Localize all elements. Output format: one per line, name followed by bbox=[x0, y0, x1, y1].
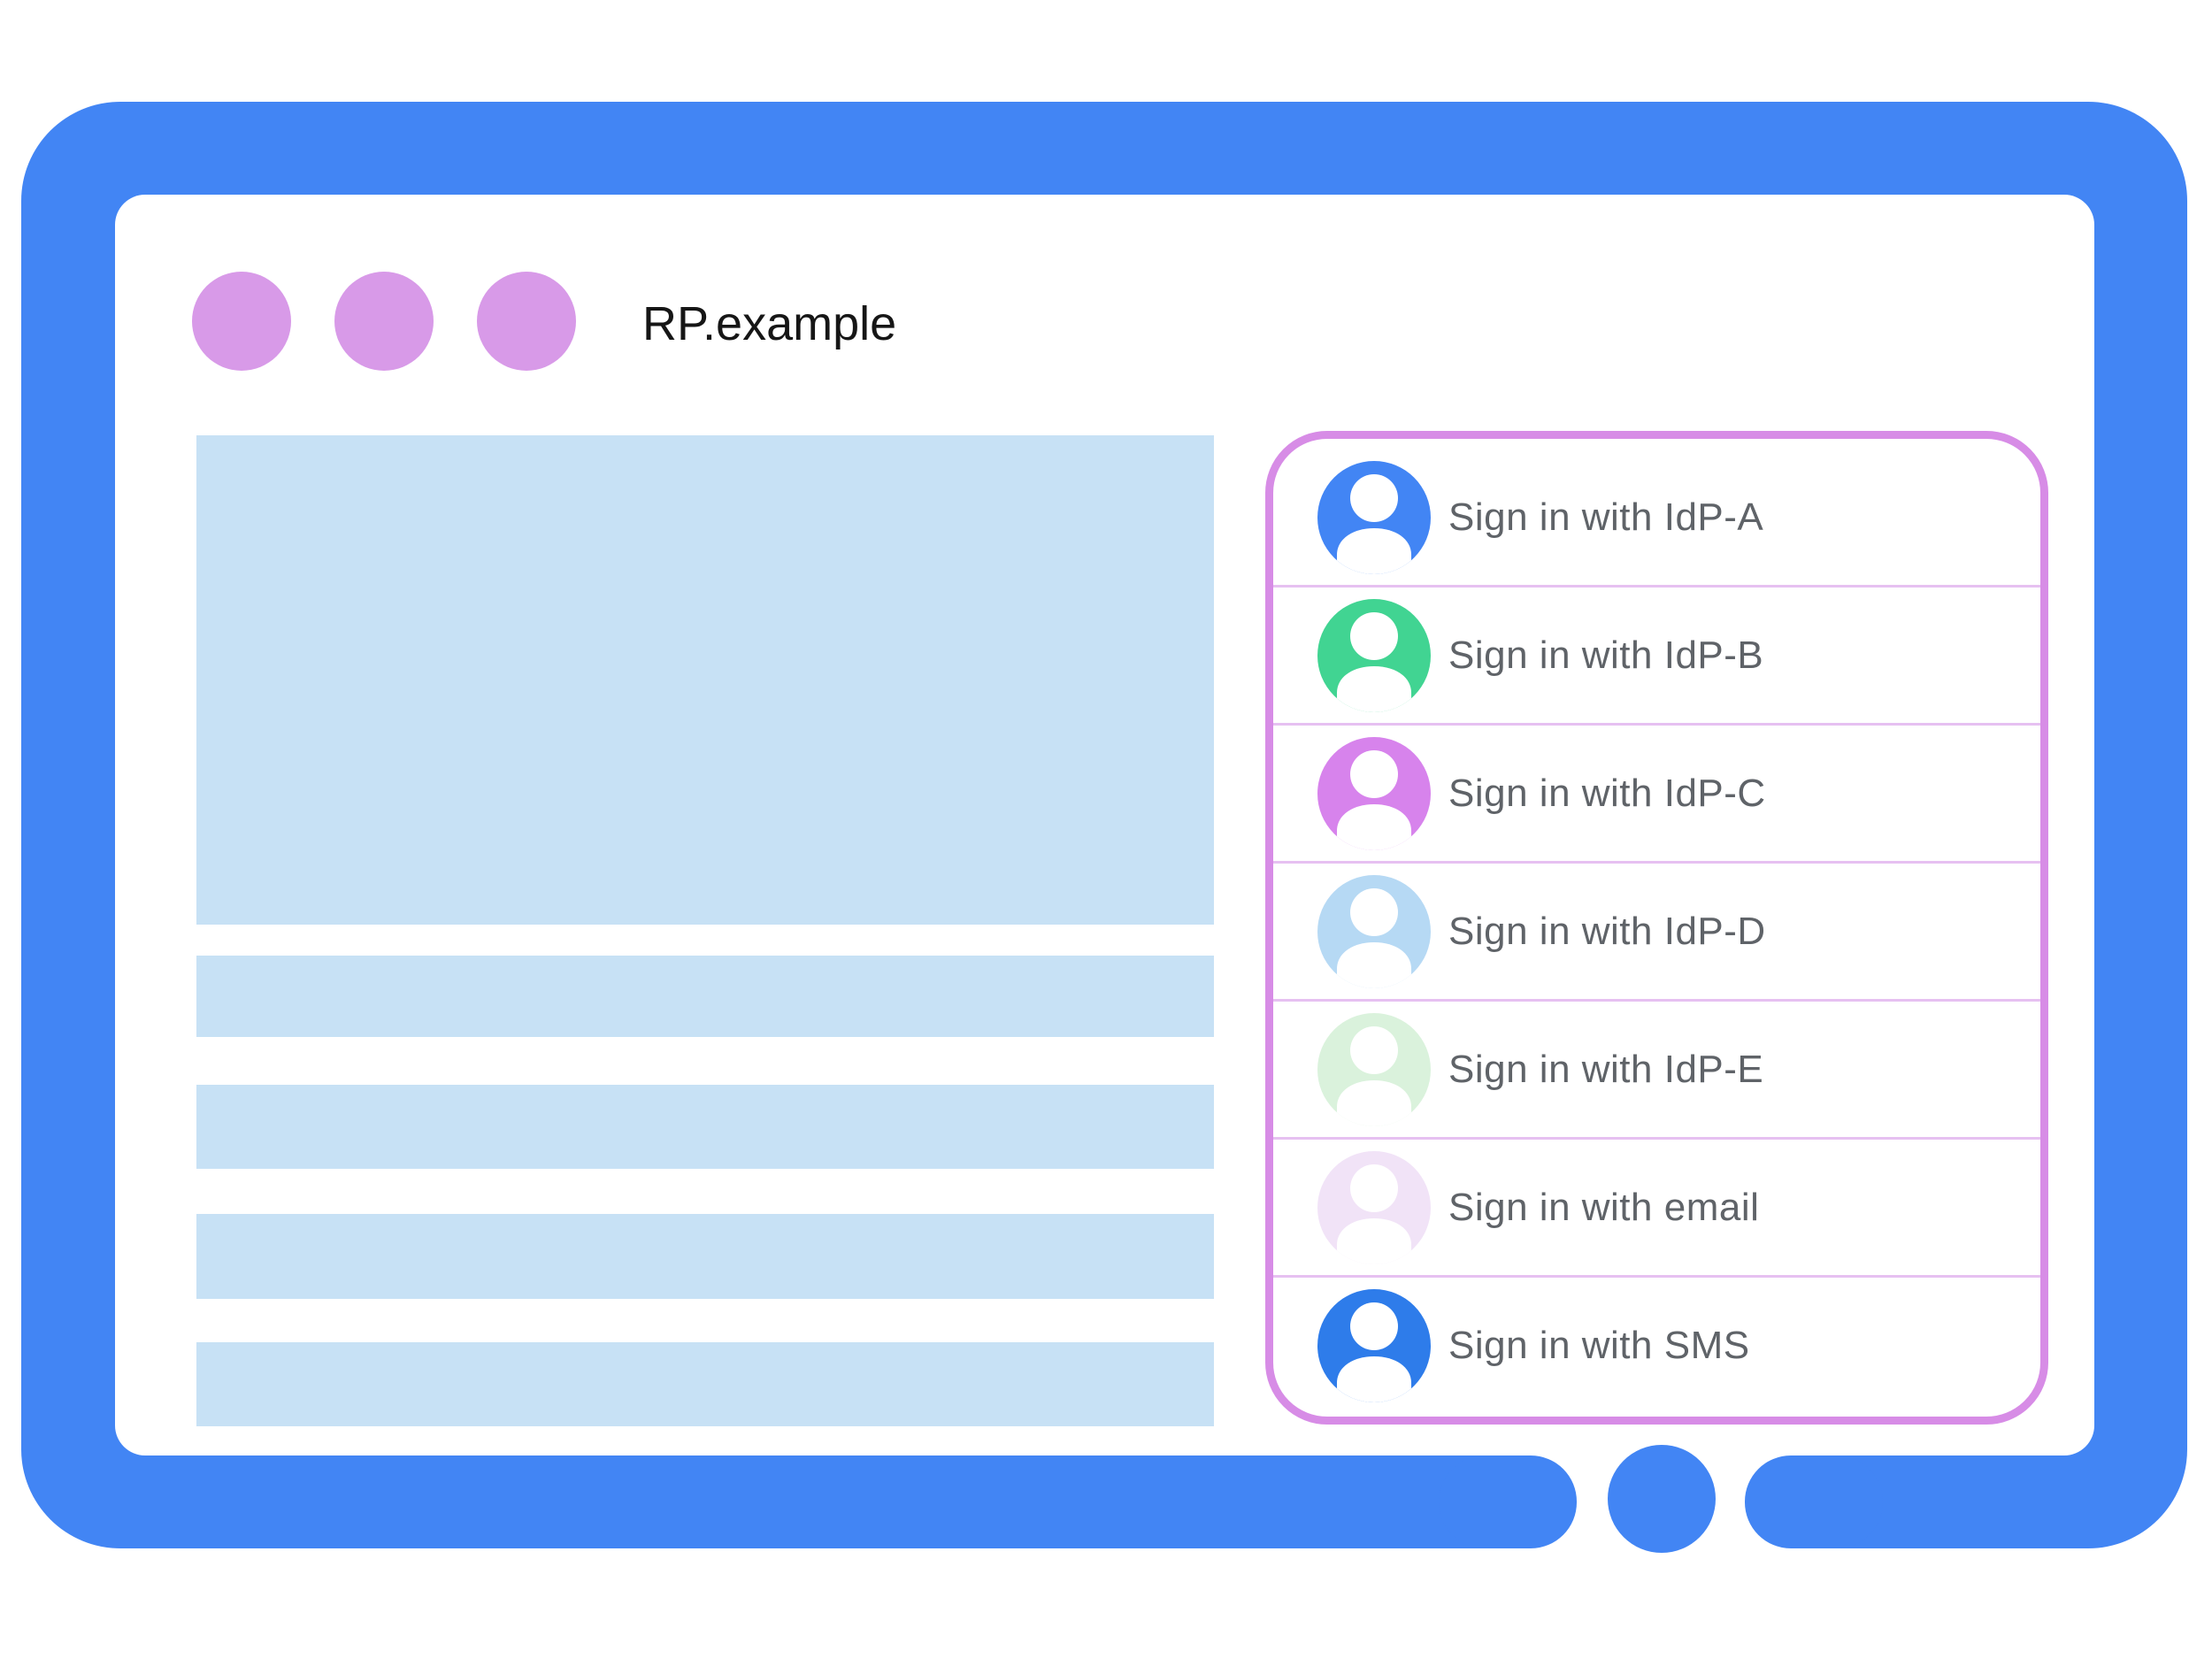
content-placeholder-bar bbox=[196, 1085, 1214, 1169]
signin-option-label: Sign in with IdP-B bbox=[1448, 633, 1764, 677]
page-title: RP.example bbox=[642, 297, 897, 350]
person-icon bbox=[1317, 736, 1431, 850]
signin-option-email[interactable]: Sign in with email bbox=[1273, 1140, 2040, 1278]
person-icon bbox=[1317, 460, 1431, 574]
signin-option-idp-c[interactable]: Sign in with IdP-C bbox=[1273, 726, 2040, 864]
window-control-dot-icon bbox=[334, 272, 434, 371]
signin-option-idp-e[interactable]: Sign in with IdP-E bbox=[1273, 1002, 2040, 1140]
person-icon bbox=[1317, 1150, 1431, 1264]
person-icon bbox=[1317, 598, 1431, 712]
window-control-dot-icon bbox=[477, 272, 576, 371]
person-icon bbox=[1317, 1012, 1431, 1126]
content-placeholder-bar bbox=[196, 956, 1214, 1037]
signin-option-label: Sign in with IdP-E bbox=[1448, 1047, 1764, 1091]
window-control-dot-icon bbox=[192, 272, 291, 371]
signin-option-idp-d[interactable]: Sign in with IdP-D bbox=[1273, 864, 2040, 1002]
signin-option-label: Sign in with SMS bbox=[1448, 1323, 1750, 1367]
bezel-left-cap bbox=[1439, 1455, 1577, 1548]
bezel-right-cap bbox=[1745, 1455, 1883, 1548]
signin-option-label: Sign in with IdP-C bbox=[1448, 771, 1766, 815]
signin-chooser-panel: Sign in with IdP-A Sign in with IdP-B Si… bbox=[1265, 431, 2048, 1425]
signin-option-label: Sign in with IdP-A bbox=[1448, 495, 1764, 539]
content-placeholder-bar bbox=[196, 1342, 1214, 1426]
signin-option-label: Sign in with IdP-D bbox=[1448, 909, 1766, 953]
signin-option-idp-a[interactable]: Sign in with IdP-A bbox=[1273, 449, 2040, 588]
person-icon bbox=[1317, 874, 1431, 988]
home-button-icon bbox=[1608, 1445, 1716, 1553]
content-placeholder-bar bbox=[196, 1214, 1214, 1299]
signin-option-idp-b[interactable]: Sign in with IdP-B bbox=[1273, 588, 2040, 726]
signin-option-label: Sign in with email bbox=[1448, 1185, 1760, 1229]
content-placeholder-hero bbox=[196, 435, 1214, 925]
signin-option-sms[interactable]: Sign in with SMS bbox=[1273, 1278, 2040, 1413]
person-icon bbox=[1317, 1288, 1431, 1402]
